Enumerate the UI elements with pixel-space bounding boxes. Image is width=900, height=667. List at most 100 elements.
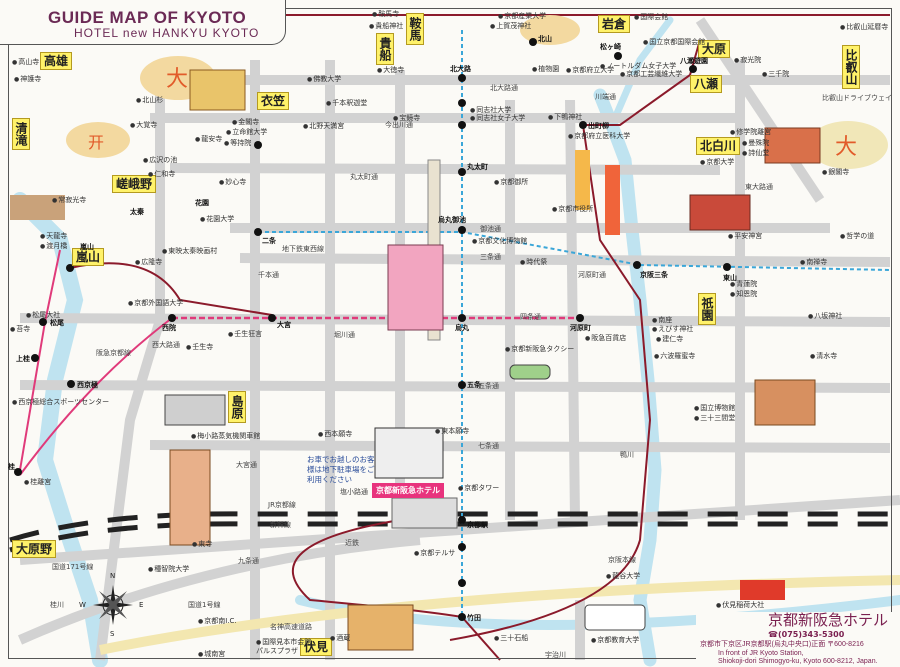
poi-ginkakuji[interactable]: 銀閣寺: [822, 168, 849, 177]
poi-shugakuin[interactable]: 修学院離宮: [730, 128, 771, 137]
area-hieizan[interactable]: 比叡山: [842, 45, 860, 89]
footer-phone[interactable]: ☎(075)343-5300: [768, 630, 845, 639]
hotel-label[interactable]: 京都新阪急ホテル: [372, 483, 444, 498]
poi-shuchiin-univ[interactable]: 種智院大学: [148, 565, 189, 574]
station-kamikatsura[interactable]: 上桂: [16, 355, 30, 363]
poi-kitano-tenmangu[interactable]: 北野天満宮: [303, 122, 344, 131]
poi-jikkokubune[interactable]: 三十石船: [494, 634, 528, 643]
poi-hokyoji[interactable]: 宝鏡寺: [393, 114, 420, 123]
poi-chionin[interactable]: 知恩院: [730, 290, 757, 299]
station-nishikyogoku[interactable]: 西京極: [77, 381, 98, 389]
poi-mibu-kyogen[interactable]: 壬生狂言: [228, 330, 262, 339]
poi-sake-brewery[interactable]: 酒蔵: [330, 634, 350, 643]
poi-kokedera[interactable]: 苔寺: [10, 325, 30, 334]
poi-kozanji[interactable]: 高山寺: [12, 58, 39, 67]
poi-toji[interactable]: 東寺: [192, 540, 212, 549]
station-omiya[interactable]: 大宮: [277, 321, 291, 329]
poi-yasaka-shrine[interactable]: 八坂神社: [808, 312, 842, 321]
poi-philosophers-path[interactable]: 哲学の道: [840, 232, 874, 241]
station-yase-yuen[interactable]: 八瀬遊園: [680, 57, 708, 65]
area-kiyotaki[interactable]: 清滝: [12, 118, 30, 150]
station-takeda[interactable]: 竹田: [467, 614, 481, 622]
station-uzumasa[interactable]: 太秦: [130, 208, 144, 216]
poi-kitayamasugi[interactable]: 北山杉: [136, 96, 163, 105]
poi-kyoto-minami-ic[interactable]: 京都南I.C.: [198, 617, 236, 626]
poi-jakkoin[interactable]: 寂光院: [734, 56, 761, 65]
poi-heian-shrine[interactable]: 平安神宮: [728, 232, 762, 241]
poi-shisendo[interactable]: 詩仙堂: [742, 149, 769, 158]
station-matsugasaki[interactable]: 松ヶ崎: [600, 43, 621, 51]
station-higashiyama[interactable]: 東山: [723, 274, 737, 282]
station-kitaoji[interactable]: 北大路: [450, 65, 471, 73]
poi-sports-center[interactable]: 西京極総合スポーツセンター: [12, 398, 109, 407]
area-yase[interactable]: 八瀬: [690, 75, 723, 93]
area-oharano[interactable]: 大原野: [12, 540, 57, 558]
poi-doshisha-womens[interactable]: 同志社女子大学: [470, 114, 525, 123]
poi-manshuin[interactable]: 曼殊院: [742, 139, 769, 148]
poi-tenryuji[interactable]: 天龍寺: [40, 232, 67, 241]
station-marutamachi[interactable]: 丸太町: [467, 163, 488, 171]
poi-kyoto-sangyo-univ[interactable]: 京都産業大学: [498, 12, 546, 21]
station-arashiyama[interactable]: 嵐山: [80, 243, 94, 251]
station-kawaramachi[interactable]: 河原町: [570, 324, 591, 332]
station-hanazono[interactable]: 花園: [195, 199, 209, 207]
poi-kyoto-pref-univ[interactable]: 京都府立大学: [566, 66, 614, 75]
poi-hankyu-taxi[interactable]: 京都新阪急タクシー: [505, 345, 574, 354]
poi-ritsumeikan[interactable]: 立命館大学: [226, 128, 267, 137]
station-saiin[interactable]: 西院: [162, 324, 176, 332]
station-keihan-sanjo[interactable]: 京阪三条: [640, 271, 668, 279]
poi-koryuji[interactable]: 広隆寺: [135, 258, 162, 267]
area-kibune[interactable]: 貴船: [376, 33, 394, 65]
poi-ebisu-shrine[interactable]: えびす神社: [652, 325, 693, 334]
area-shimabara[interactable]: 島原: [228, 391, 246, 423]
poi-higashi-honganji[interactable]: 東本願寺: [435, 427, 469, 436]
station-karasuma[interactable]: 烏丸: [455, 324, 469, 332]
area-kinugasa[interactable]: 衣笠: [257, 92, 290, 110]
poi-shorenin[interactable]: 青蓮院: [730, 280, 757, 289]
poi-senbon-shakado[interactable]: 千本釈迦堂: [326, 99, 367, 108]
area-iwakura[interactable]: 岩倉: [598, 15, 631, 33]
area-arashiyama[interactable]: 嵐山: [72, 248, 105, 266]
area-sagano[interactable]: 嵯峨野: [112, 175, 157, 193]
poi-kpum[interactable]: 京都府立医科大学: [568, 132, 630, 141]
poi-minamiza[interactable]: 南座: [652, 316, 672, 325]
poi-jojakkoji[interactable]: 常寂光寺: [52, 196, 86, 205]
area-takao[interactable]: 高雄: [40, 52, 73, 70]
poi-nanzenji[interactable]: 南禅寺: [800, 258, 827, 267]
poi-mibudera[interactable]: 壬生寺: [186, 343, 213, 352]
poi-botanical-garden[interactable]: 植物園: [532, 65, 559, 74]
poi-kyoto-kyoiku-univ[interactable]: 京都教育大学: [591, 636, 639, 645]
poi-ninnaji[interactable]: 仁和寺: [148, 170, 175, 179]
area-kitashirakawa[interactable]: 北白川: [696, 137, 741, 155]
poi-matsuo-taisha[interactable]: 松尾大社: [26, 311, 60, 320]
poi-kyoto-terrsa[interactable]: 京都テルサ: [414, 549, 455, 558]
poi-myoshinji[interactable]: 妙心寺: [219, 178, 246, 187]
poi-shimogamo-shrine[interactable]: 下鴨神社: [548, 113, 582, 122]
poi-daitokuji[interactable]: 大徳寺: [377, 66, 404, 75]
poi-jonangu[interactable]: 城南宮: [198, 650, 225, 659]
poi-umekoji-locomotive[interactable]: 梅小路蒸気機関車館: [191, 432, 260, 441]
poi-ryoanji[interactable]: 龍安寺: [195, 135, 222, 144]
poi-kyoto-univ[interactable]: 京都大学: [700, 158, 734, 167]
poi-kinkakuji[interactable]: 金閣寺: [232, 118, 259, 127]
poi-hanazono-univ[interactable]: 花園大学: [200, 215, 234, 224]
poi-city-hall[interactable]: 京都市役所: [552, 205, 593, 214]
poi-tojiin[interactable]: 等持院: [224, 139, 251, 148]
poi-jingoji[interactable]: 神護寺: [14, 75, 41, 84]
poi-bunka-museum[interactable]: 京都文化博物館: [472, 237, 527, 246]
poi-katsura-rikyu[interactable]: 桂離宮: [24, 478, 51, 487]
station-gojo[interactable]: 五条: [467, 381, 481, 389]
poi-togetsukyo[interactable]: 渡月橋: [40, 242, 67, 251]
poi-icc-kyoto[interactable]: 国立京都国際会館: [643, 38, 705, 47]
poi-bukkyo-univ[interactable]: 佛教大学: [307, 75, 341, 84]
poi-kufs[interactable]: 京都外国語大学: [128, 299, 183, 308]
station-kyoto[interactable]: 京都駅: [467, 521, 488, 529]
station-karasuma-oike[interactable]: 烏丸御池: [438, 216, 466, 224]
station-nijo[interactable]: 二条: [262, 237, 276, 245]
poi-sanzenin[interactable]: 三千院: [762, 70, 789, 79]
poi-kokusai-kaikan[interactable]: 国際会館: [634, 13, 668, 22]
station-matsuo[interactable]: 松尾: [50, 319, 64, 327]
poi-pulse-plaza[interactable]: 国際見本市会館 パルスプラザ: [256, 638, 316, 656]
poi-notre-dame[interactable]: ノートルダム女子大学: [600, 62, 676, 71]
poi-ryukoku-univ[interactable]: 龍谷大学: [606, 572, 640, 581]
